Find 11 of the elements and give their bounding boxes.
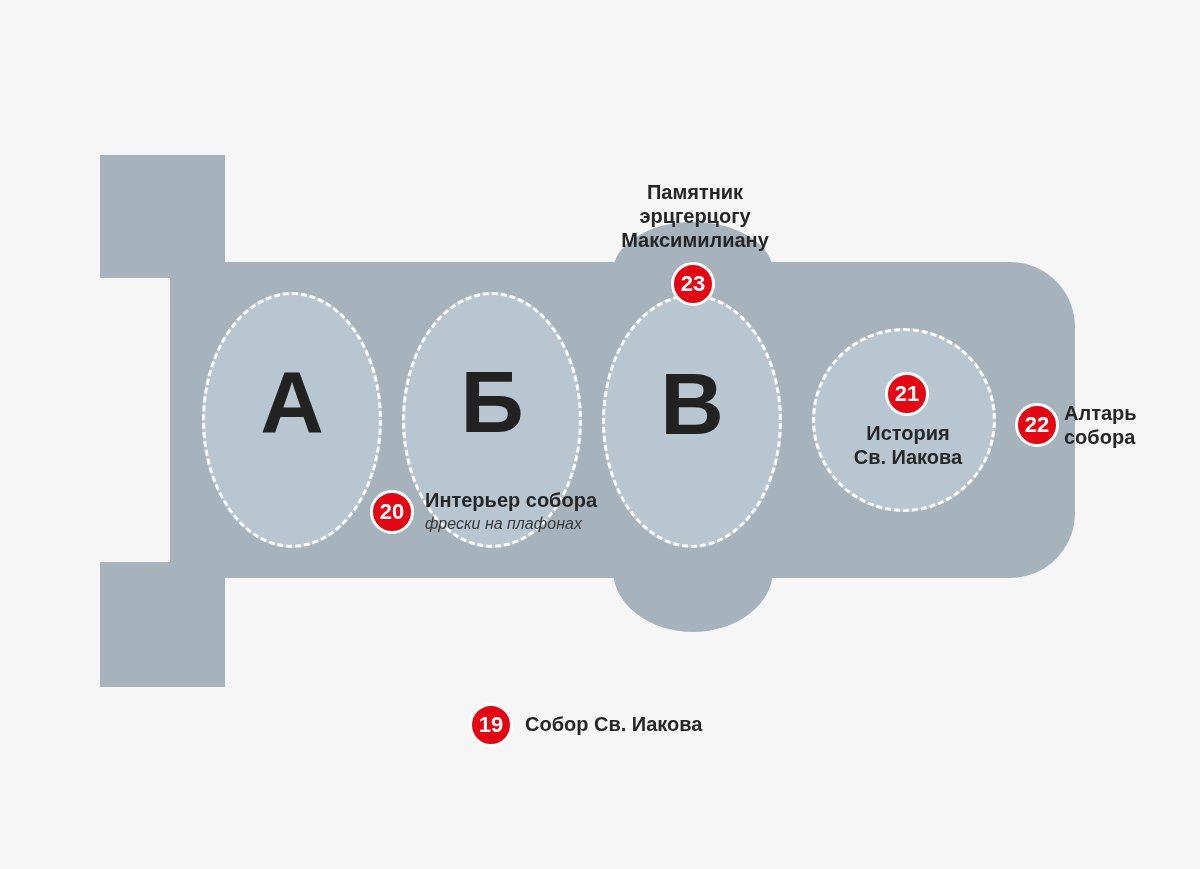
marker-subtitle: фрески на плафонах [425, 514, 583, 534]
number-marker: 19 [469, 703, 513, 747]
marker-label: Собор Св. Иакова [525, 712, 704, 736]
marker-label: Памятник эрцгерцогу Максимилиану [620, 180, 770, 252]
zone-letter: А [260, 358, 324, 446]
marker-label: История Св. Иакова [852, 421, 964, 469]
marker-label: Алтарь собора [1064, 401, 1138, 449]
number-marker: 21 [885, 372, 929, 416]
marker-label: Интерьер собора [425, 488, 599, 512]
zone-letter: Б [460, 358, 524, 446]
zone-letter: В [660, 360, 724, 448]
